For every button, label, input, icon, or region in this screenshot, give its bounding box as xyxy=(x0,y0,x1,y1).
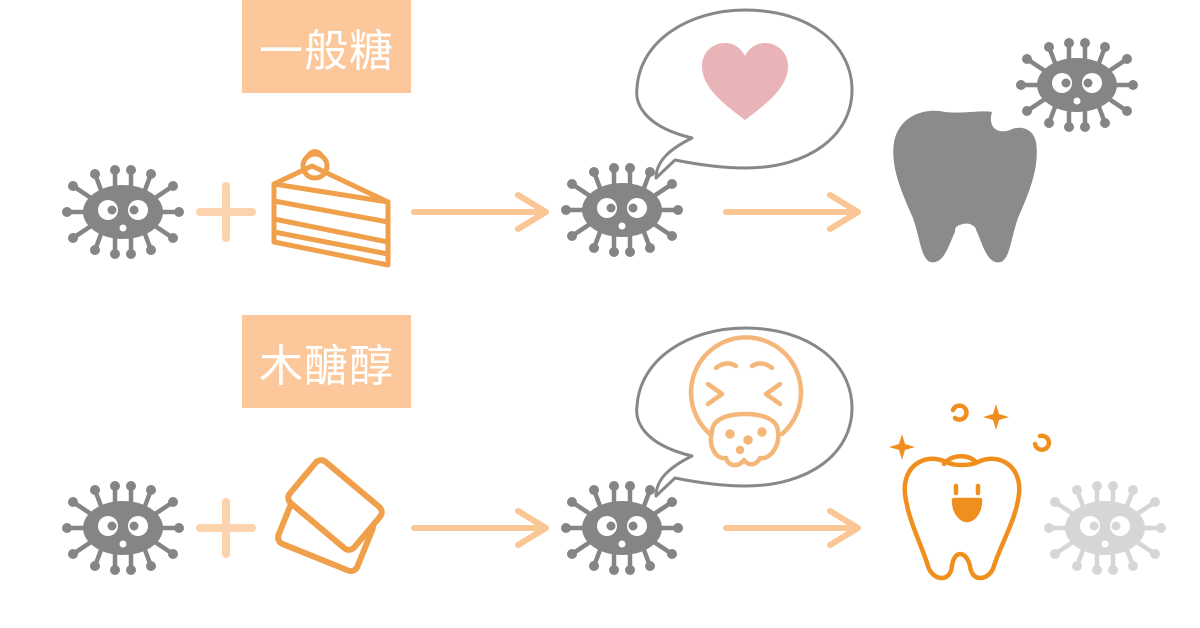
row-2-result-bacteria-faded xyxy=(1044,481,1166,575)
sparkle-icons xyxy=(889,404,1009,460)
happy-tooth-icon xyxy=(902,403,1052,581)
xylitol-gum-icon xyxy=(275,457,385,575)
row-2-source-bacteria xyxy=(62,481,184,575)
label-xylitol: 木醣醇 xyxy=(242,315,411,408)
row-2-plus-icon xyxy=(200,502,252,554)
label-regular-sugar: 一般糖 xyxy=(242,0,411,93)
row-1-middle-bacteria xyxy=(561,163,683,257)
row-1-arrow-1 xyxy=(414,195,546,229)
cake-slice-icon xyxy=(271,149,391,268)
row-2-middle-bacteria xyxy=(561,481,683,575)
heart-icon xyxy=(702,43,788,120)
row-1-result-bacteria xyxy=(1016,38,1138,132)
vomiting-face-icon xyxy=(688,335,804,468)
row-1-arrow-2 xyxy=(726,195,858,229)
row-2-arrow-1 xyxy=(414,511,546,545)
row-1-source-bacteria xyxy=(62,165,184,259)
row-1-plus-icon xyxy=(200,186,252,238)
row-2-arrow-2 xyxy=(726,511,858,545)
decayed-tooth-icon xyxy=(893,110,1037,265)
